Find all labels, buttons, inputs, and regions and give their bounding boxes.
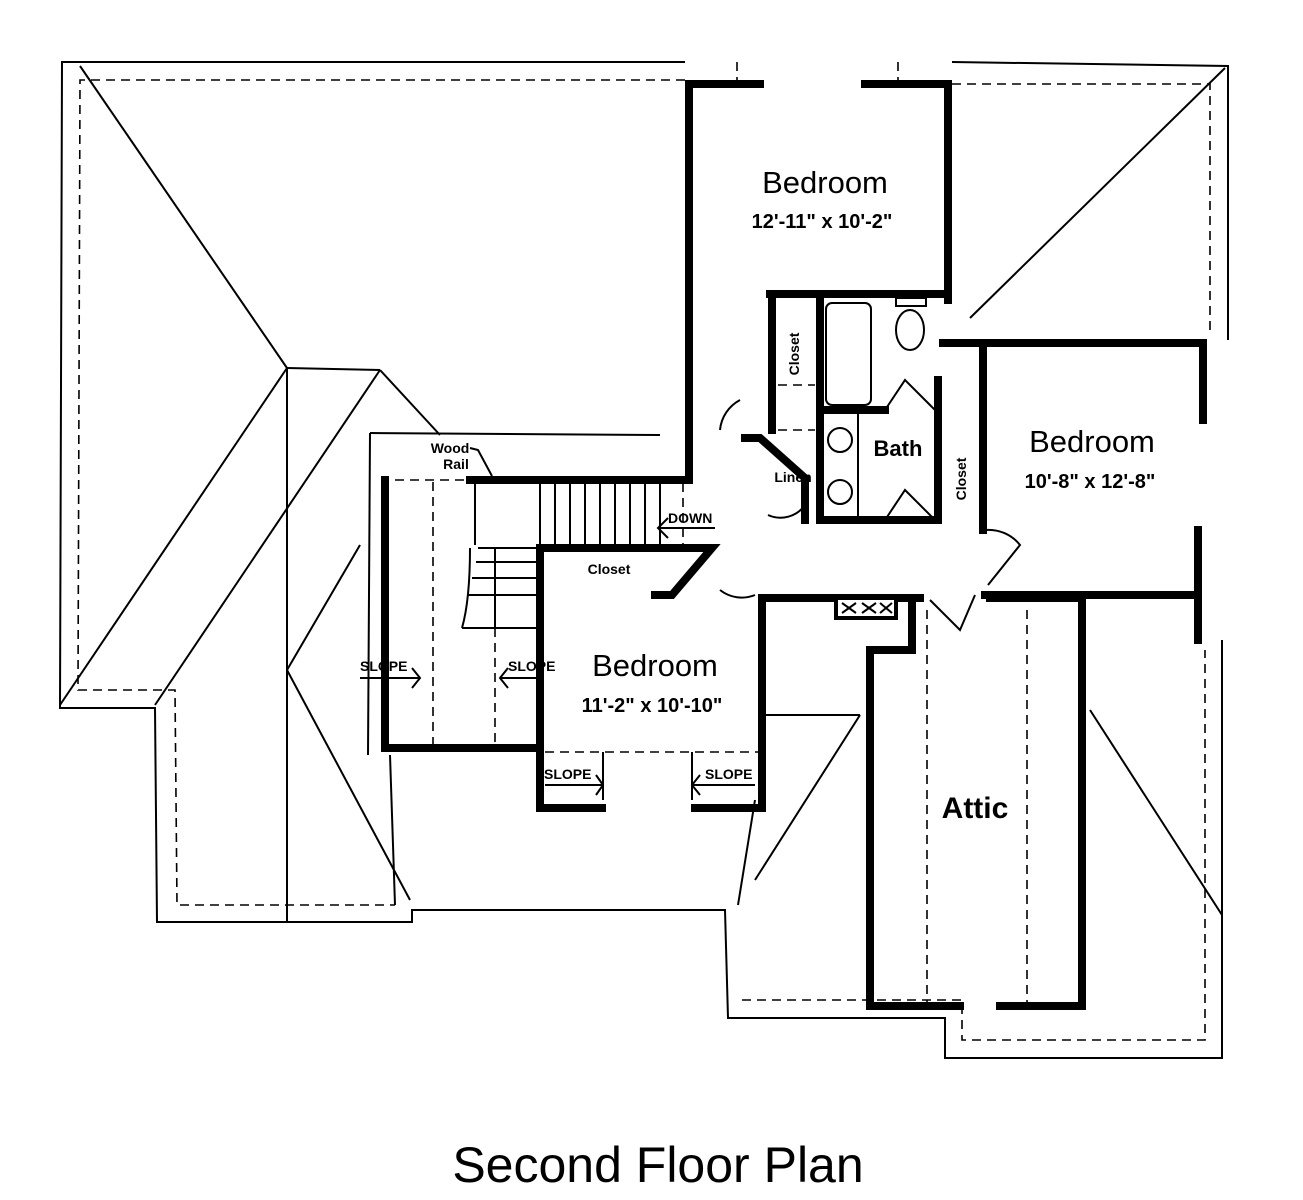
wood-rail-leader — [469, 447, 493, 477]
bedroom-left-name: Bedroom — [592, 648, 718, 683]
slope-label-3: SLOPE — [544, 766, 591, 782]
slope-label-4: SLOPE — [705, 766, 752, 782]
down-label: DOWN — [668, 510, 712, 526]
roof-outline — [58, 61, 1229, 1059]
bedroom-top-name: Bedroom — [762, 165, 888, 200]
slope-label-2: SLOPE — [508, 658, 555, 674]
staircase — [461, 480, 715, 629]
slope-label-1: SLOPE — [360, 658, 407, 674]
bedroom-right-size: 10'-8" x 12'-8" — [1025, 471, 1156, 493]
bath-fixtures — [719, 297, 1022, 632]
plan-title: Second Floor Plan — [452, 1137, 863, 1193]
bedroom-right-name: Bedroom — [1029, 424, 1155, 459]
slope-lines — [360, 384, 1028, 1002]
bedroom-top-size: 12'-11" x 10'-2" — [752, 211, 893, 233]
bath-label: Bath — [874, 436, 923, 461]
linen-label: Linen — [774, 469, 811, 485]
wood-rail-label-2: Rail — [443, 456, 469, 472]
closet-left-label: Closet — [588, 561, 631, 577]
bedroom-left-size: 11'-2" x 10'-10" — [582, 695, 723, 717]
walls — [381, 80, 1207, 1010]
attic-label: Attic — [942, 792, 1009, 825]
closet-top-label: Closet — [786, 332, 802, 375]
wood-rail-label-1: Wood — [431, 440, 470, 456]
closet-right-label: Closet — [953, 457, 969, 500]
